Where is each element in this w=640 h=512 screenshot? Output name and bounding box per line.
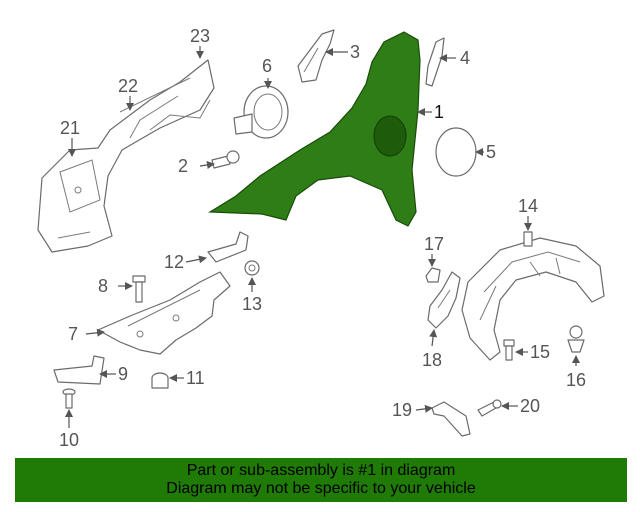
info-banner: Part or sub-assembly is #1 in diagram Di… [15,458,627,502]
callout-14[interactable]: 14 [518,196,538,216]
callout-7[interactable]: 7 [68,324,78,344]
part-9-bracket[interactable] [53,355,105,385]
callout-4[interactable]: 4 [460,48,470,68]
part-15-bolt[interactable] [503,339,515,361]
callout-6[interactable]: 6 [262,56,272,76]
part-2-bolt[interactable] [211,150,240,169]
part-21-22-23-structure[interactable] [37,59,215,253]
part-7-support[interactable] [97,271,231,355]
callout-1[interactable]: 1 [434,102,444,122]
callout-23[interactable]: 23 [190,26,210,46]
callout-9[interactable]: 9 [118,364,128,384]
callout-22[interactable]: 22 [118,76,138,96]
part-5-cover[interactable] [435,127,477,177]
part-6-fuel-door[interactable] [233,85,289,139]
callout-10[interactable]: 10 [59,430,79,450]
callout-17[interactable]: 17 [424,234,444,254]
part-11-grommet[interactable] [151,372,169,389]
callout-labels: 1 2 3 4 5 6 7 8 9 10 11 12 13 14 15 16 1… [59,26,586,450]
callout-12[interactable]: 12 [164,252,184,272]
callout-3[interactable]: 3 [350,42,360,62]
callout-13[interactable]: 13 [242,294,262,314]
callout-21[interactable]: 21 [60,118,80,138]
part-8-pin[interactable] [132,275,146,303]
callout-11[interactable]: 11 [186,368,205,388]
callout-20[interactable]: 20 [520,396,540,416]
callout-2[interactable]: 2 [178,156,188,176]
callout-16[interactable]: 16 [566,370,586,390]
callout-8[interactable]: 8 [98,276,108,296]
callout-19[interactable]: 19 [392,400,412,420]
callout-15[interactable]: 15 [530,342,550,362]
part-12-clip[interactable] [207,231,249,263]
part-20-bolt[interactable] [477,399,502,417]
callout-5[interactable]: 5 [486,142,496,162]
part-19-bracket[interactable] [431,401,471,437]
part-16-clip[interactable] [567,325,585,353]
part-10-screw[interactable] [62,388,76,409]
part-13-nut[interactable] [244,260,260,276]
part-18-bracket[interactable] [427,271,461,329]
leader-lines [65,46,580,428]
part-17-nut[interactable] [425,267,441,283]
part-3-bracket[interactable] [297,29,335,83]
banner-line-1: Part or sub-assembly is #1 in diagram [186,462,456,479]
callout-18[interactable]: 18 [422,350,442,370]
part-14-liner[interactable] [461,231,605,361]
part-4-bracket[interactable] [425,37,445,87]
banner-line-2: Diagram may not be specific to your vehi… [166,480,476,497]
part-1-fender[interactable] [208,31,421,227]
